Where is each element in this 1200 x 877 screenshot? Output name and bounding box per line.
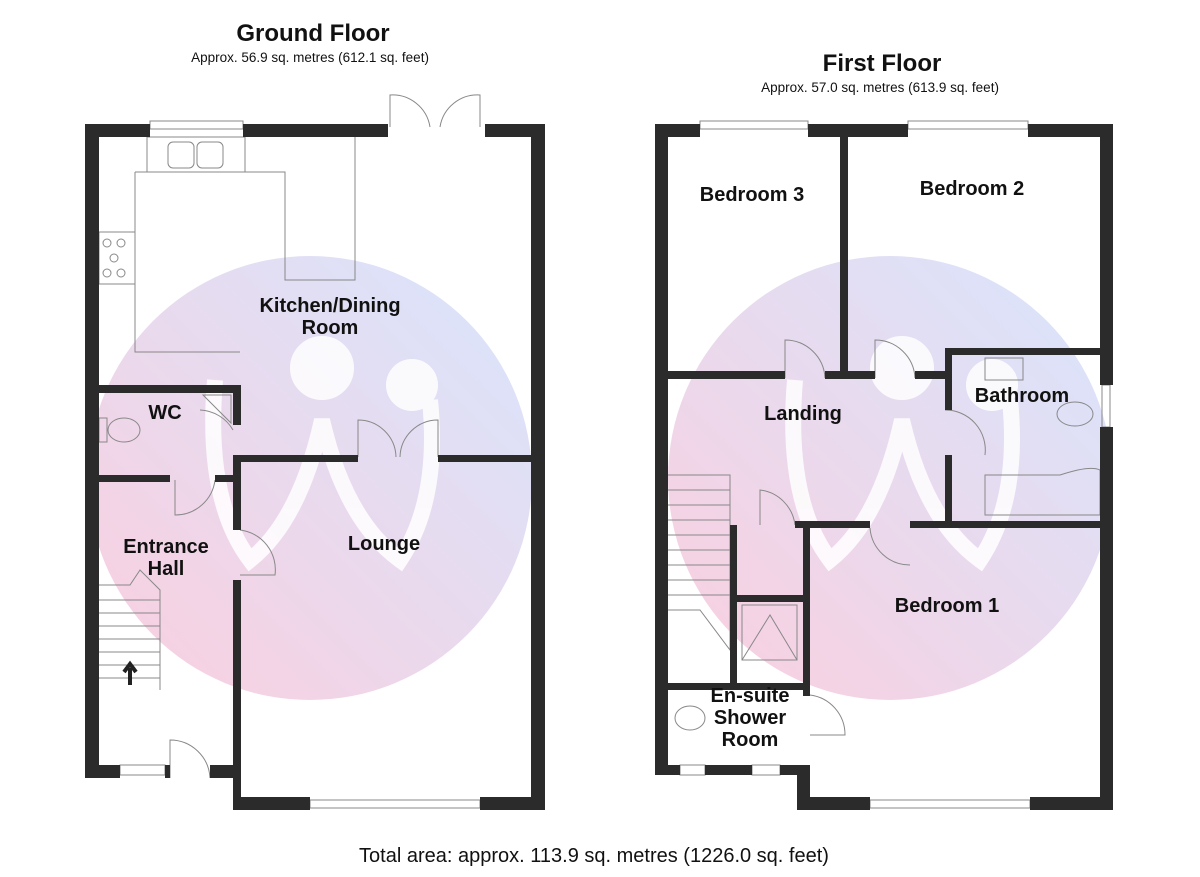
room-wc: WC — [148, 402, 182, 424]
toilet-icon — [107, 417, 141, 443]
room-label: Entrance — [123, 536, 209, 558]
room-label: En-suite — [710, 685, 790, 707]
total-area: Total area: approx. 113.9 sq. metres (12… — [359, 845, 829, 867]
ground-floor-title: Ground Floor — [236, 20, 390, 47]
room-ensuite-shower-room: En-suite Shower Room — [711, 685, 790, 751]
kitchen-units — [98, 94, 481, 809]
room-label: Room — [301, 317, 359, 339]
room-label: Room — [721, 729, 779, 751]
room-bedroom-1: Bedroom 1 — [894, 595, 1000, 617]
room-landing: Landing — [764, 403, 842, 425]
first-floor-title: First Floor — [822, 50, 942, 77]
room-label: Kitchen/Dining — [259, 295, 401, 317]
room-label: Shower — [713, 707, 787, 729]
first-floor-area: Approx. 57.0 sq. metres (613.9 sq. feet) — [761, 80, 999, 95]
room-bedroom-3: Bedroom 3 — [699, 184, 805, 206]
watermark-logo — [205, 336, 1020, 572]
room-bathroom: Bathroom — [974, 385, 1070, 407]
room-entrance-hall: Entrance Hall — [123, 536, 209, 580]
room-kitchen-dining: Kitchen/Dining Room — [259, 295, 400, 339]
first-floor-walls — [655, 124, 1113, 810]
room-label: Hall — [147, 558, 185, 580]
room-lounge: Lounge — [347, 533, 421, 555]
room-bedroom-2: Bedroom 2 — [919, 178, 1025, 200]
ground-floor-walls — [85, 124, 545, 810]
ground-floor-area: Approx. 56.9 sq. metres (612.1 sq. feet) — [191, 50, 429, 65]
